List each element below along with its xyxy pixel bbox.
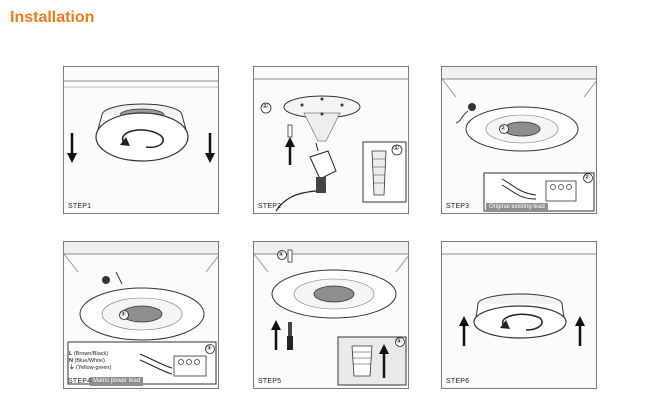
step1-illustration bbox=[64, 80, 218, 163]
step5-panel: ④ ④ STEP5 bbox=[253, 241, 409, 389]
step3-panel: ② ② Original existing lead STEP3 bbox=[441, 66, 597, 214]
step5-badge-main: ④ bbox=[278, 250, 284, 258]
step4-panel: ③ ③ L (Brown/Black) N (Blue/White) ⏚ (Ye… bbox=[63, 241, 219, 389]
wiring-neutral: N (Blue/White) bbox=[69, 358, 111, 365]
wiring-neutral-key: N bbox=[69, 358, 73, 364]
step2-illustration bbox=[254, 78, 408, 212]
step3-caption: Original existing lead bbox=[486, 203, 548, 212]
step2-label: STEP2 bbox=[258, 203, 282, 210]
step5-label: STEP5 bbox=[258, 378, 282, 385]
step2-panel: ① ① STEP2 bbox=[253, 66, 409, 214]
step3-badge-inset: ② bbox=[584, 173, 590, 181]
step6-illustration bbox=[442, 253, 596, 346]
step6-panel: STEP6 bbox=[441, 241, 597, 389]
step2-badge-main: ① bbox=[262, 102, 269, 110]
step1-panel: STEP1 bbox=[63, 66, 219, 214]
step4-badge-inset: ③ bbox=[206, 344, 212, 352]
wiring-live-key: L bbox=[69, 351, 73, 357]
wiring-earth-text: (Yellow-green) bbox=[76, 365, 112, 371]
step5-illustration bbox=[254, 242, 408, 386]
wiring-legend: L (Brown/Black) N (Blue/White) ⏚ (Yellow… bbox=[69, 351, 111, 372]
step3-badge-main: ② bbox=[500, 124, 506, 132]
step3-label: STEP3 bbox=[446, 203, 470, 210]
step4-caption: Mains power lead bbox=[90, 377, 144, 386]
step4-label: STEP4 bbox=[68, 378, 92, 385]
wiring-earth: ⏚ (Yellow-green) bbox=[69, 365, 111, 372]
wiring-neutral-text: (Blue/White) bbox=[74, 358, 105, 364]
wiring-live-text: (Brown/Black) bbox=[73, 351, 109, 357]
step4-badge-main: ③ bbox=[120, 310, 126, 318]
page-title: Installation bbox=[10, 9, 95, 26]
step5-badge-inset: ④ bbox=[396, 337, 402, 345]
step1-label: STEP1 bbox=[68, 203, 92, 210]
step3-illustration bbox=[442, 67, 596, 212]
step6-label: STEP6 bbox=[446, 378, 470, 385]
wiring-earth-key: ⏚ bbox=[69, 365, 75, 371]
wiring-live: L (Brown/Black) bbox=[69, 351, 111, 358]
step2-badge-inset: ① bbox=[393, 144, 400, 152]
